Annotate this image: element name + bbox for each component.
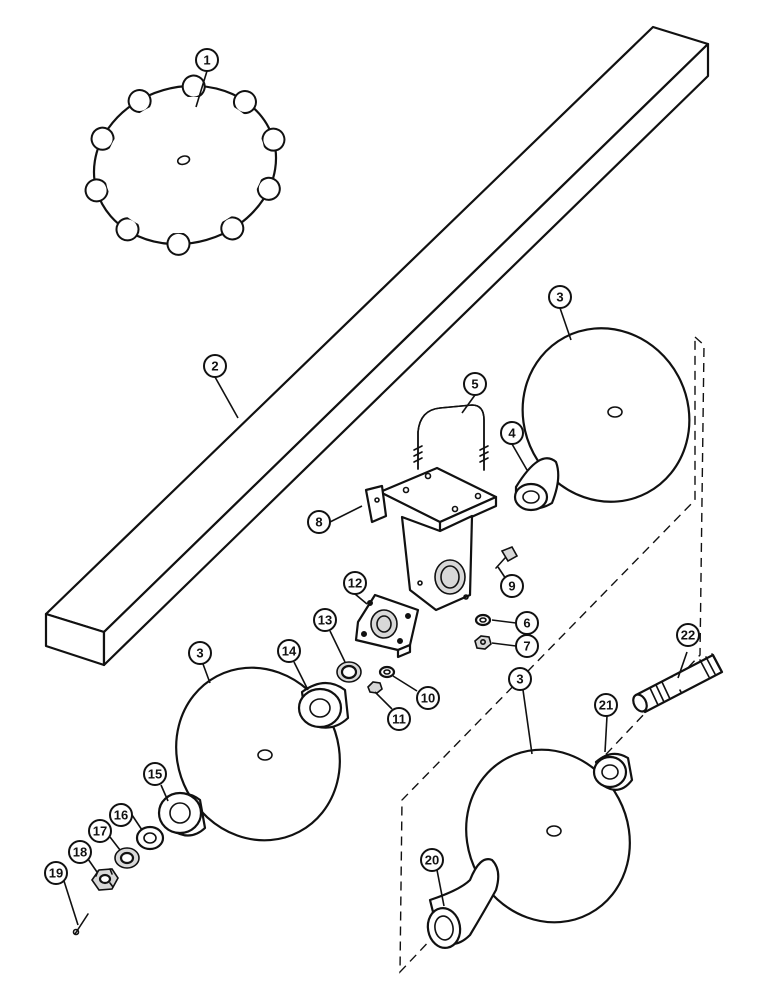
bearing-cup bbox=[592, 752, 634, 791]
svg-text:7: 7 bbox=[523, 639, 530, 654]
callout-12: 12 bbox=[343, 571, 367, 595]
hex-nut bbox=[474, 635, 492, 650]
callout-10: 10 bbox=[416, 686, 440, 710]
hub-spacer bbox=[157, 791, 207, 837]
callout-15: 15 bbox=[143, 762, 167, 786]
callout-11: 11 bbox=[387, 707, 411, 731]
assembly-boundary-dashed bbox=[399, 335, 705, 974]
svg-text:14: 14 bbox=[282, 644, 297, 659]
svg-text:21: 21 bbox=[599, 698, 613, 713]
cotter-pin bbox=[72, 913, 89, 936]
end-spool bbox=[426, 858, 500, 949]
callout-19: 19 bbox=[44, 861, 68, 885]
svg-text:16: 16 bbox=[114, 808, 128, 823]
lock-washer bbox=[474, 613, 492, 627]
hanger-bracket bbox=[364, 466, 498, 612]
svg-text:4: 4 bbox=[508, 426, 516, 441]
callout-9: 9 bbox=[500, 574, 524, 598]
svg-text:12: 12 bbox=[348, 576, 362, 591]
callout-2: 2 bbox=[203, 354, 227, 378]
svg-text:19: 19 bbox=[49, 866, 63, 881]
leader-lines bbox=[63, 70, 688, 926]
svg-text:1: 1 bbox=[203, 53, 210, 68]
svg-text:3: 3 bbox=[516, 672, 523, 687]
callout-1: 1 bbox=[195, 48, 219, 72]
svg-text:18: 18 bbox=[73, 845, 87, 860]
spool bbox=[513, 457, 560, 512]
notched-disc bbox=[84, 74, 286, 256]
svg-text:11: 11 bbox=[392, 712, 406, 727]
plain-disc-upper bbox=[521, 327, 691, 503]
svg-text:2: 2 bbox=[211, 359, 218, 374]
callout-13: 13 bbox=[313, 608, 337, 632]
callout-21: 21 bbox=[594, 693, 618, 717]
bolt bbox=[495, 545, 519, 569]
svg-text:17: 17 bbox=[93, 824, 107, 839]
callout-14: 14 bbox=[277, 639, 301, 663]
svg-text:6: 6 bbox=[523, 616, 530, 631]
u-bolt bbox=[413, 404, 489, 471]
svg-text:3: 3 bbox=[196, 646, 203, 661]
callout-17: 17 bbox=[88, 819, 112, 843]
callout-5: 5 bbox=[463, 372, 487, 396]
svg-text:3: 3 bbox=[556, 290, 563, 305]
bearing-ring bbox=[336, 661, 362, 683]
svg-text:20: 20 bbox=[425, 853, 439, 868]
retainer-washer bbox=[114, 847, 140, 869]
callout-3-right: 3 bbox=[508, 667, 532, 691]
callout-3-upper: 3 bbox=[548, 285, 572, 309]
castle-nut bbox=[91, 868, 119, 891]
callout-3-left: 3 bbox=[188, 641, 212, 665]
callout-20: 20 bbox=[420, 848, 444, 872]
svg-text:22: 22 bbox=[681, 628, 695, 643]
callout-8: 8 bbox=[307, 510, 331, 534]
svg-text:8: 8 bbox=[315, 515, 322, 530]
flange-bearing bbox=[354, 593, 420, 659]
svg-text:5: 5 bbox=[471, 377, 478, 392]
gang-bar bbox=[44, 25, 710, 667]
callout-16: 16 bbox=[109, 803, 133, 827]
callout-6: 6 bbox=[515, 611, 539, 635]
flat-washer bbox=[135, 825, 165, 851]
callout-4: 4 bbox=[500, 421, 524, 445]
callout-22: 22 bbox=[676, 623, 700, 647]
svg-text:10: 10 bbox=[421, 691, 435, 706]
spacer-spool bbox=[297, 681, 350, 729]
svg-text:13: 13 bbox=[318, 613, 332, 628]
small-nut bbox=[367, 681, 383, 694]
axle-shaft bbox=[632, 653, 724, 714]
svg-text:9: 9 bbox=[508, 579, 515, 594]
small-washer bbox=[378, 665, 396, 679]
callout-7: 7 bbox=[515, 634, 539, 658]
callout-18: 18 bbox=[68, 840, 92, 864]
svg-text:15: 15 bbox=[148, 767, 162, 782]
